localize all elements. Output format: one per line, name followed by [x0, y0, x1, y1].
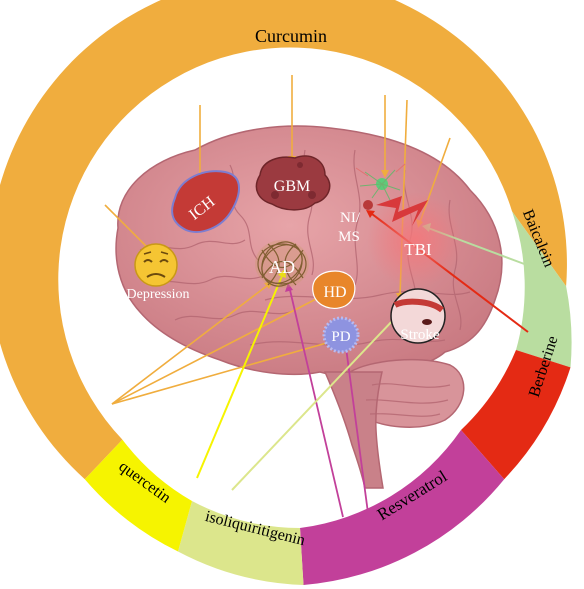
label-nims-2: MS: [338, 229, 360, 245]
label-pd: PD: [331, 329, 350, 345]
label-gbm: GBM: [274, 178, 310, 195]
label-curcumin: Curcumin: [255, 26, 327, 46]
label-stroke: Stroke: [400, 327, 440, 343]
label-tbi: TBI: [404, 240, 432, 259]
label-depression: Depression: [127, 287, 190, 302]
sad-face-icon: [135, 244, 177, 286]
label-ad: AD: [269, 257, 295, 277]
label-hd: HD: [323, 284, 346, 301]
stroke-marker: Stroke: [391, 289, 445, 343]
pd-marker: PD: [324, 318, 358, 352]
brain-stem: [325, 372, 383, 488]
label-nims-1: NI/: [340, 210, 361, 226]
gbm-marker: GBM: [256, 156, 329, 210]
hd-marker: HD: [313, 271, 355, 308]
